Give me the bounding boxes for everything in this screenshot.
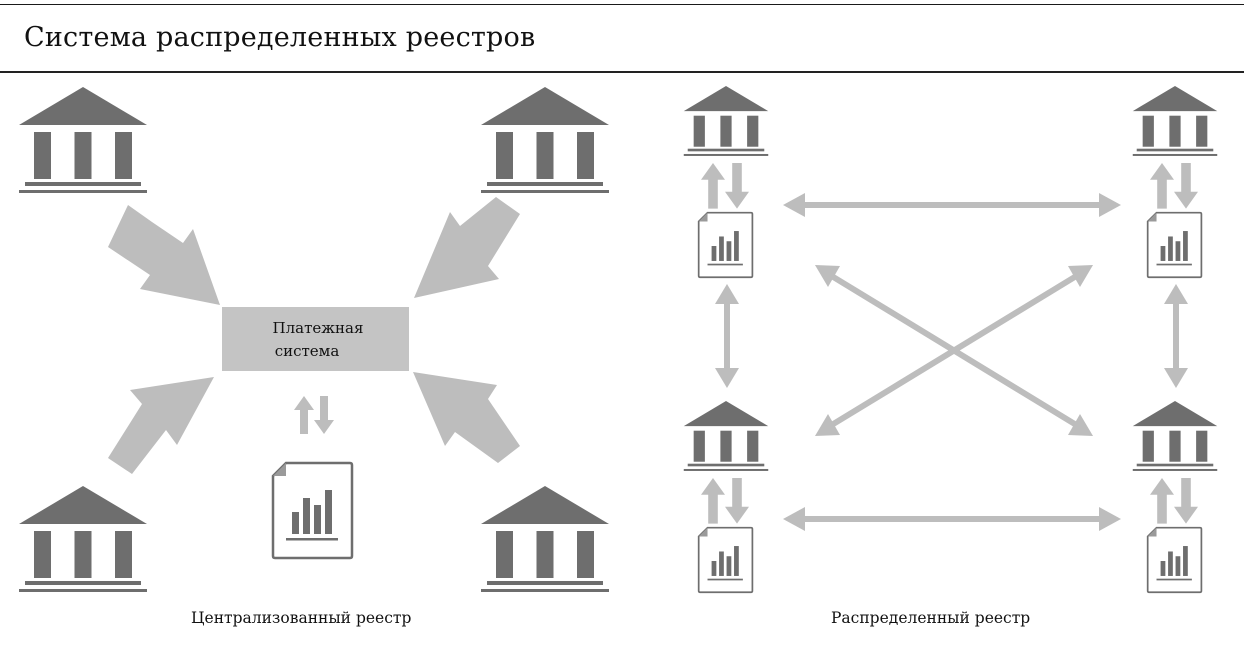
arrow-bottom-left <box>108 377 214 474</box>
bank-icon <box>19 87 147 193</box>
bank-icon <box>1132 401 1218 471</box>
page-title: Система распределенных реестров <box>24 22 536 53</box>
bank-icon <box>683 401 769 471</box>
centralized-panel: Платежная система <box>19 87 609 592</box>
hub-label-line2: система <box>275 342 340 360</box>
report-document-icon <box>1146 211 1203 279</box>
bank-icon <box>683 86 769 156</box>
arrow-bottom-right <box>413 372 520 463</box>
link-right-vertical <box>1164 284 1188 388</box>
top-rule <box>0 4 1244 5</box>
title-rule <box>0 71 1244 73</box>
link-bottom-horizontal <box>783 507 1121 531</box>
centralized-caption: Централизованный реестр <box>191 609 412 627</box>
bank-icon <box>481 87 609 193</box>
node-top-left <box>683 86 769 279</box>
up-down-arrows-icon <box>701 163 749 209</box>
report-document-icon <box>1146 526 1203 594</box>
up-down-arrows-icon <box>1150 163 1198 209</box>
bank-icon <box>19 486 147 592</box>
link-diagonal-2 <box>815 265 1093 436</box>
hub-label-line1: Платежная <box>273 319 364 337</box>
link-left-vertical <box>715 284 739 388</box>
arrow-top-left <box>108 205 220 305</box>
up-down-arrows-icon <box>1150 478 1198 524</box>
node-bottom-left <box>683 401 769 594</box>
distributed-caption: Распределенный реестр <box>831 609 1031 627</box>
inflow-arrows <box>108 197 520 474</box>
bank-icon <box>1132 86 1218 156</box>
report-document-icon <box>697 526 754 594</box>
payment-system-hub: Платежная система <box>222 307 409 371</box>
distributed-panel <box>683 86 1218 594</box>
report-document-icon <box>697 211 754 279</box>
node-top-right <box>1132 86 1218 279</box>
peer-links <box>715 193 1188 531</box>
node-bottom-right <box>1132 401 1218 594</box>
link-top-horizontal <box>783 193 1121 217</box>
up-down-arrows-icon <box>294 396 334 434</box>
bank-icon <box>481 486 609 592</box>
arrow-top-right <box>414 197 520 298</box>
up-down-arrows-icon <box>701 478 749 524</box>
report-document-icon <box>271 461 354 560</box>
